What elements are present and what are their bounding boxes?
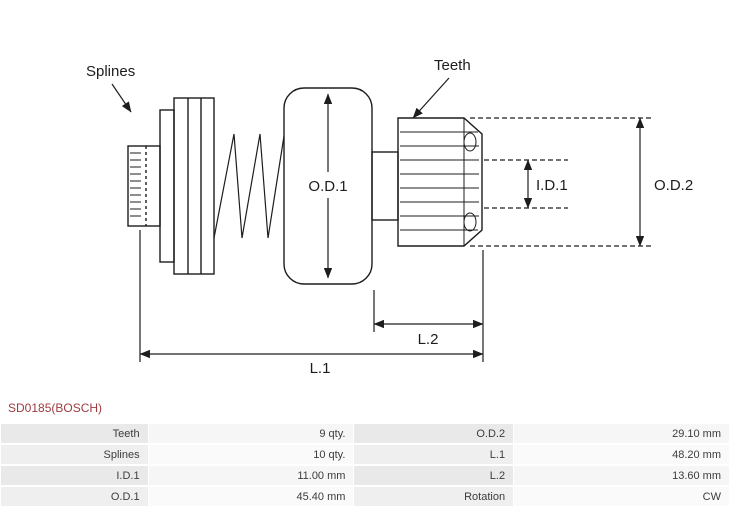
splined-shaft bbox=[127, 145, 161, 227]
spec-row: I.D.1 11.00 mm L.2 13.60 mm bbox=[1, 466, 729, 485]
pinion-gear bbox=[397, 117, 483, 247]
return-spring bbox=[213, 133, 285, 239]
od1-label: O.D.1 bbox=[308, 178, 347, 195]
spec-value-cell: 13.60 mm bbox=[514, 466, 729, 485]
spec-label-cell: Splines bbox=[1, 445, 148, 464]
spec-label-cell: O.D.2 bbox=[354, 424, 514, 443]
tooth-end-profile bbox=[463, 132, 477, 152]
teeth-leader-line bbox=[412, 77, 450, 119]
spec-value-cell: 29.10 mm bbox=[514, 424, 729, 443]
shaft-neck bbox=[371, 151, 399, 221]
spec-label-cell: O.D.1 bbox=[1, 487, 148, 506]
spec-label-cell: L.2 bbox=[354, 466, 514, 485]
spec-value-cell: CW bbox=[514, 487, 729, 506]
spec-value-cell: 11.00 mm bbox=[148, 466, 354, 485]
spec-value-cell: 9 qty. bbox=[148, 424, 354, 443]
spec-row: Teeth 9 qty. O.D.2 29.10 mm bbox=[1, 424, 729, 443]
spec-label-cell: Teeth bbox=[1, 424, 148, 443]
spec-label-cell: Rotation bbox=[354, 487, 514, 506]
gear-teeth-lines bbox=[400, 131, 479, 231]
spec-row: O.D.1 45.40 mm Rotation CW bbox=[1, 487, 729, 506]
spec-table: Teeth 9 qty. O.D.2 29.10 mm Splines 10 q… bbox=[0, 422, 730, 508]
flange-washer bbox=[159, 109, 175, 263]
drive-drum bbox=[173, 97, 215, 275]
splines-leader-line bbox=[111, 83, 132, 113]
od1-label-backing bbox=[302, 172, 354, 198]
l1-label: L.1 bbox=[310, 360, 331, 377]
spec-label-cell: I.D.1 bbox=[1, 466, 148, 485]
part-number-title: SD0185(BOSCH) bbox=[8, 401, 103, 415]
teeth-label: Teeth bbox=[434, 57, 471, 74]
od2-label: O.D.2 bbox=[654, 177, 693, 194]
spec-label-cell: L.1 bbox=[354, 445, 514, 464]
spec-value-cell: 45.40 mm bbox=[148, 487, 354, 506]
spec-value-cell: 48.20 mm bbox=[514, 445, 729, 464]
spline-hatching-icon bbox=[130, 152, 141, 217]
id1-label: I.D.1 bbox=[536, 177, 568, 194]
l2-label: L.2 bbox=[418, 331, 439, 348]
spec-value-cell: 10 qty. bbox=[148, 445, 354, 464]
spec-row: Splines 10 qty. L.1 48.20 mm bbox=[1, 445, 729, 464]
diagram-area: Splines Teeth O.D.1 I.D.1 O.D.2 L.2 L.1 bbox=[86, 57, 693, 377]
technical-diagram: Splines Teeth O.D.1 I.D.1 O.D.2 L.2 L.1 bbox=[86, 57, 693, 377]
splines-label: Splines bbox=[86, 63, 135, 80]
tooth-end-profile bbox=[463, 212, 477, 232]
